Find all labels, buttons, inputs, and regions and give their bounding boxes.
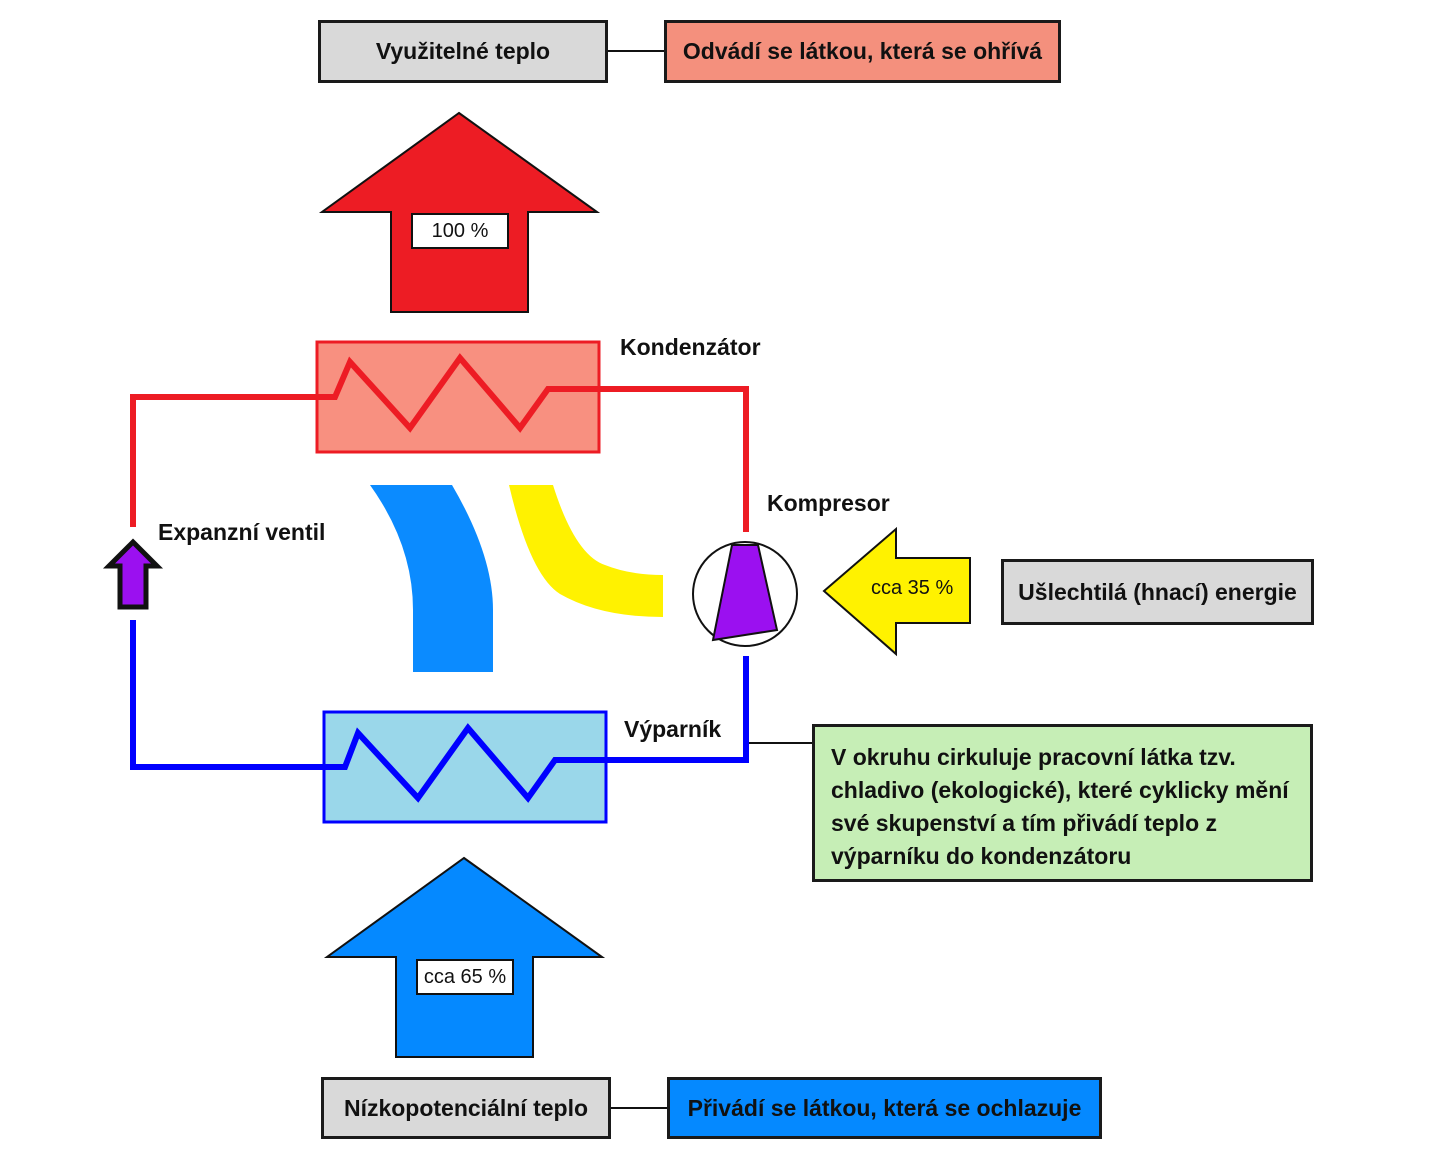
- useful-heat-box: Využitelné teplo: [318, 20, 608, 83]
- useful-heat-percent: 100 %: [411, 213, 509, 249]
- drive-energy-percent: cca 35 %: [871, 577, 954, 599]
- drive-energy-box: Ušlechtilá (hnací) energie: [1001, 559, 1314, 625]
- cold-refrigerant-line: [130, 620, 749, 803]
- expansion-valve-label: Expanzní ventil: [158, 519, 326, 545]
- useful-heat-note-box: Odvádí se látkou, která se ohřívá: [664, 20, 1061, 83]
- low-heat-box: Nízkopotenciální teplo: [321, 1077, 611, 1139]
- low-heat-arrow: [323, 856, 606, 1058]
- expansion-valve-icon: [102, 538, 164, 610]
- low-heat-note-box: Přivádí se látkou, která se ochlazuje: [667, 1077, 1102, 1139]
- low-heat-percent: cca 65 %: [416, 959, 514, 995]
- evaporator-label: Výparník: [624, 716, 722, 742]
- condenser-label: Kondenzátor: [620, 334, 761, 360]
- compressor-symbol: [711, 544, 779, 642]
- heat-flow-yellow: [509, 485, 663, 617]
- heat-flow-blue: [370, 485, 493, 672]
- circuit-info-box: V okruhu cirkuluje pracovní látka tzv. c…: [812, 724, 1313, 882]
- useful-heat-arrow: [318, 111, 601, 313]
- compressor-label: Kompresor: [767, 490, 890, 516]
- hot-refrigerant-line: [130, 353, 749, 532]
- drive-energy-arrow: [822, 526, 971, 657]
